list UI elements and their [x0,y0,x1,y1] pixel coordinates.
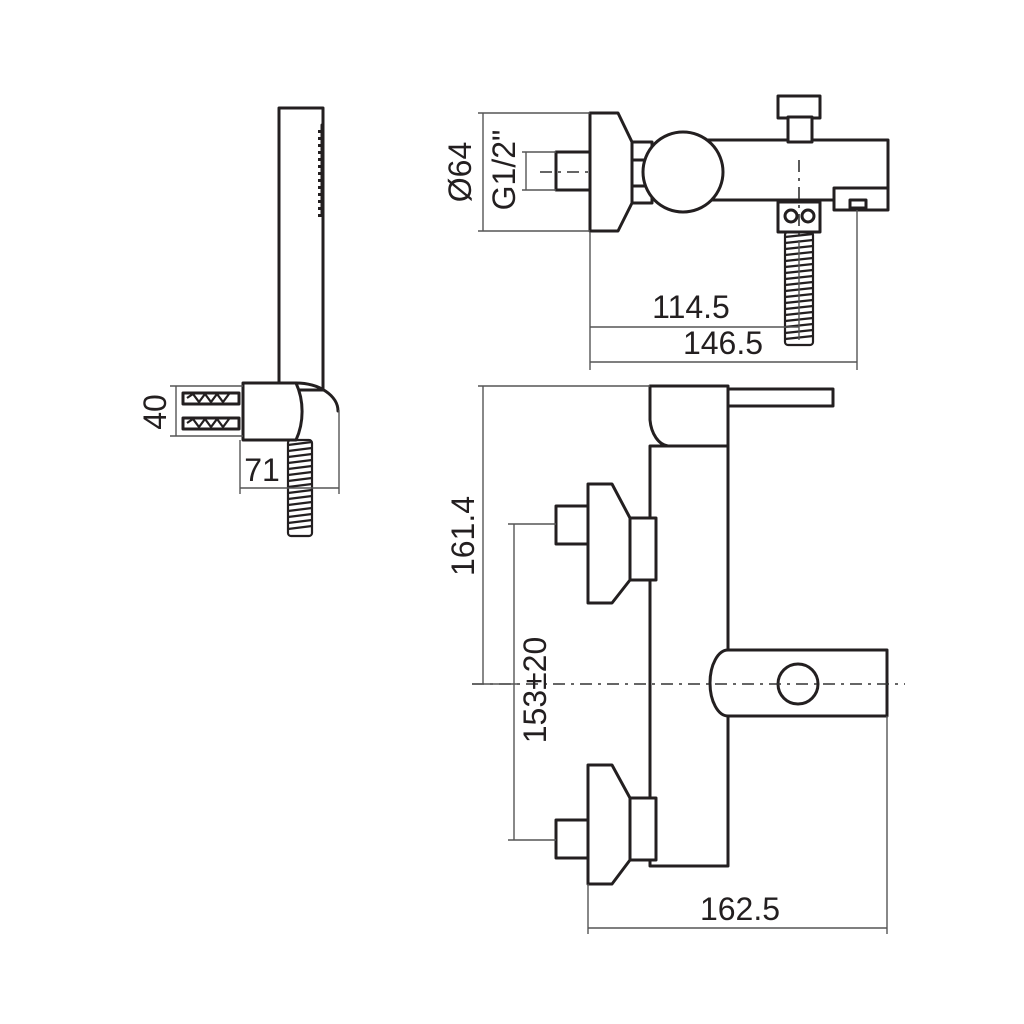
hand-shower-view: 40 71 [137,106,340,538]
top-view: Ø64 G1/2" 114.5 146.5 [442,94,890,370]
wall-plugs [181,391,241,431]
dim-114-label: 114.5 [652,289,730,325]
mixer-lever [721,387,835,408]
dim-146-label: 146.5 [683,325,763,361]
upper-inlet [554,482,658,605]
mixer-body-front [648,444,730,868]
hand-shower-hose [286,438,314,538]
front-view: 161.4 153±20 162.5 [445,384,905,934]
diverter-knob [776,94,822,120]
dim-thread-label: G1/2" [486,130,522,211]
cartridge-top [641,130,725,214]
nozzle-dots [318,130,324,217]
dim-centres-label: 153±20 [517,637,553,744]
hand-shower-handle [277,106,325,392]
dim-width-label: 162.5 [700,891,780,927]
dim-71-label: 71 [244,452,280,488]
dim-40-label: 40 [137,394,173,430]
dim-height-label: 161.4 [445,496,481,576]
escutcheon-top [588,111,634,233]
lower-inlet [554,763,658,886]
wall-bracket [241,381,304,442]
dim-diameter-label: Ø64 [442,142,478,202]
